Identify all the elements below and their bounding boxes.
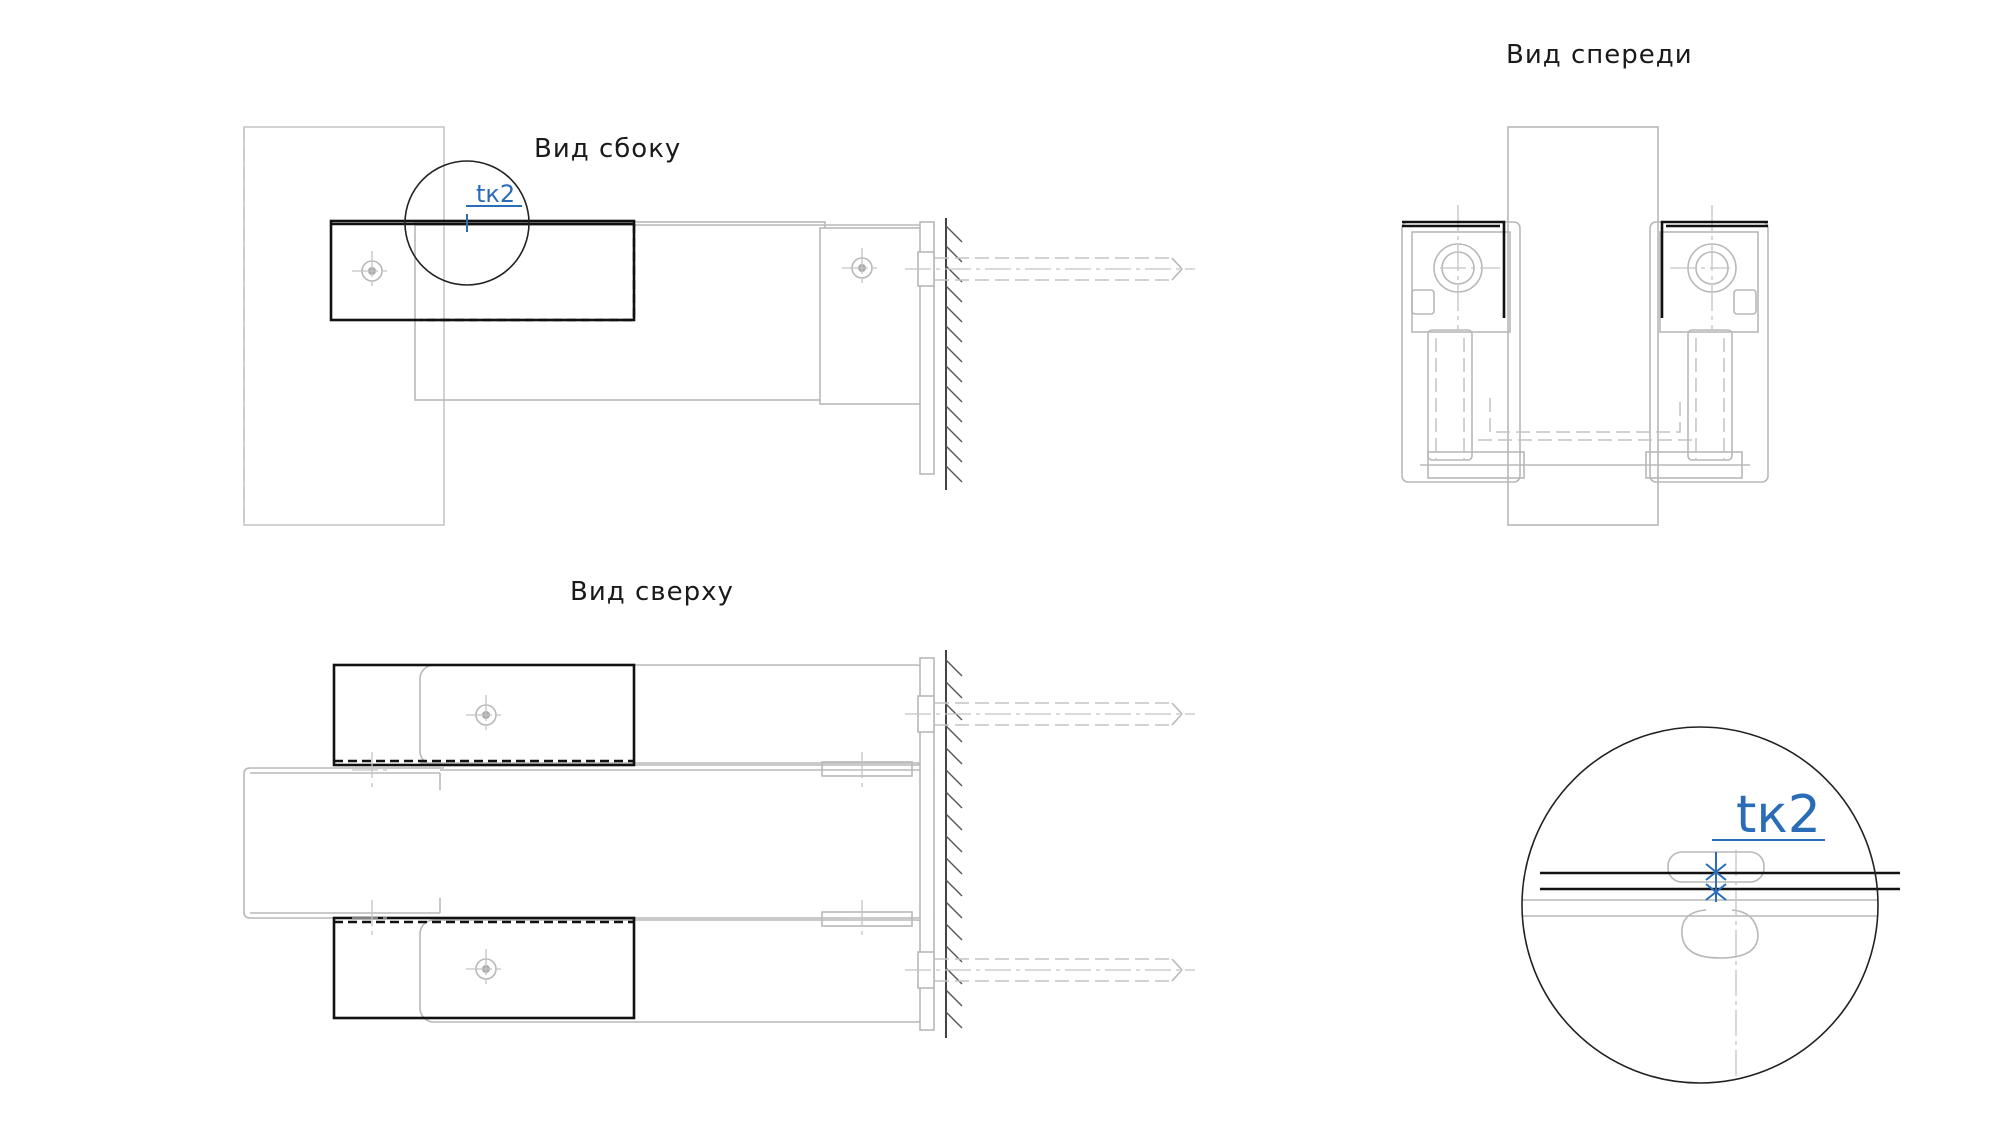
- column-outline: [243, 126, 445, 526]
- front-view-title: Вид спереди: [1506, 40, 1693, 70]
- top-anchor-bolt-1: [905, 702, 1195, 726]
- anchor-bolt: [905, 257, 1195, 281]
- l-bracket-front-right: [1660, 220, 1768, 318]
- bolt-mark-top-3: [352, 752, 882, 936]
- top-view: Вид сверху: [243, 577, 1195, 1038]
- detail-marker-small: tк2: [476, 180, 515, 208]
- top-anchor-bolt-2: [905, 958, 1195, 982]
- side-view-title: Вид сбоку: [534, 134, 681, 164]
- top-channel: [243, 767, 444, 919]
- bracket-end-plate: [819, 227, 923, 405]
- detail-callout-circle: [404, 160, 530, 286]
- bolt-mark-side-1: [352, 251, 392, 291]
- l-bracket-top-upper: [332, 663, 636, 767]
- front-view: Вид спереди: [1401, 40, 1769, 526]
- top-view-title: Вид сверху: [570, 577, 734, 607]
- l-bracket-top-lower: [332, 916, 636, 1020]
- detail-marker-large: tк2: [1736, 785, 1821, 845]
- top-wall-hatch: [945, 659, 963, 1029]
- l-bracket-front-left: [1402, 220, 1506, 318]
- bolt-mark-top-2: [466, 949, 506, 989]
- side-view: Вид сбоку: [243, 126, 1195, 526]
- bracket-body: [414, 221, 826, 401]
- detail-circle: [1521, 726, 1879, 1084]
- bolt-mark-top-1: [466, 695, 506, 735]
- top-base-plate: [919, 657, 935, 1031]
- bolt-mark-side-2: [842, 248, 882, 288]
- wall-hatch: [945, 225, 963, 483]
- detail-view: tк2: [1521, 726, 1900, 1084]
- front-column: [1507, 126, 1659, 526]
